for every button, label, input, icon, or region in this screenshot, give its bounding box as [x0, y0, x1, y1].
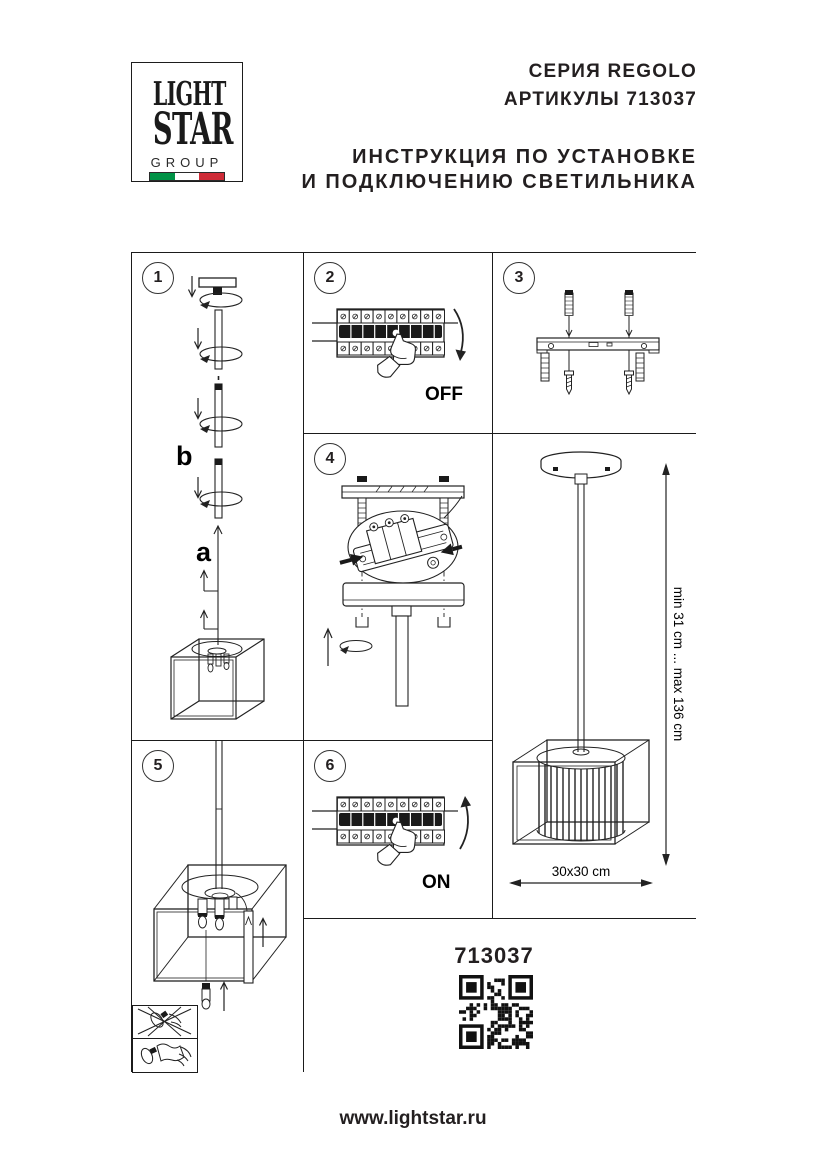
- lightstar-logo: LIGHT STAR GROUP: [131, 62, 243, 182]
- use-cloth-advice: [132, 1038, 198, 1073]
- step-number-badge: 3: [503, 262, 535, 294]
- qr-modules: [459, 978, 533, 1049]
- turn-on-arrow-icon: [459, 804, 469, 850]
- panel-step-1: 1 b a: [131, 252, 303, 740]
- logo-word-light: LIGHT: [152, 74, 227, 113]
- panel-step-4: 4: [303, 433, 492, 740]
- website-url: www.lightstar.ru: [339, 1108, 487, 1129]
- part-label-b: b: [176, 441, 193, 471]
- series-title: СЕРИЯ REGOLO: [528, 61, 697, 82]
- cube-shade-icon: [512, 739, 650, 845]
- instruction-title-line2: И ПОДКЛЮЧЕНИЮ СВЕТИЛЬНИКА: [301, 171, 697, 193]
- width-label: 30x30 cm: [552, 864, 611, 879]
- on-label: ON: [422, 872, 451, 893]
- step-number-badge: 4: [314, 443, 346, 475]
- warning-no-bare-hand: [132, 1005, 198, 1039]
- canopy-icon: [342, 582, 465, 607]
- pendant-lamp-illustration: min 31 cm ... max 136 cm 30x30 cm: [509, 451, 686, 887]
- panel-pendant-drawing: min 31 cm ... max 136 cm 30x30 cm: [492, 433, 696, 918]
- qr-code: [459, 975, 533, 1049]
- terminal-block-icon: [339, 514, 463, 573]
- logo-word-group: GROUP: [150, 155, 224, 170]
- turn-off-arrow-icon: [453, 308, 464, 353]
- step-number-badge: 2: [314, 262, 346, 294]
- width-dimension: 30x30 cm: [509, 864, 653, 887]
- step-number-badge: 6: [314, 750, 346, 782]
- cube-frame-icon: [170, 638, 265, 720]
- panel-step-2: 2 OFF: [303, 252, 492, 433]
- rod-assembly-illustration: b a: [170, 275, 265, 720]
- mounting-plate-illustration: [536, 290, 660, 395]
- logo-word-star: STAR: [152, 104, 233, 155]
- panel-step-6: 6 ON: [303, 740, 492, 918]
- step-number-badge: 1: [142, 262, 174, 294]
- power-off-illustration: OFF: [304, 253, 466, 405]
- instruction-grid: 1 b a: [131, 252, 696, 1073]
- decor-strip: [243, 910, 254, 984]
- hold-bulb-with-cloth-icon: [140, 1043, 192, 1067]
- panel-article-qr: 713037: [303, 918, 696, 1072]
- panel-step-3: 3: [492, 252, 696, 433]
- part-label-a: a: [196, 537, 212, 567]
- italian-flag-stripe: [149, 172, 225, 181]
- no-touch-bulb-icon: [137, 1006, 192, 1037]
- height-dimension: min 31 cm ... max 136 cm: [662, 463, 686, 866]
- height-range-label: min 31 cm ... max 136 cm: [671, 587, 686, 742]
- power-on-illustration: ON: [304, 796, 471, 893]
- step-number-badge: 5: [142, 750, 174, 782]
- off-label: OFF: [425, 384, 463, 405]
- article-title: АРТИКУЛЫ 713037: [503, 89, 697, 110]
- article-number: 713037: [454, 943, 534, 968]
- bulb-install-illustration: [153, 741, 287, 1012]
- instruction-title-line1: ИНСТРУКЦИЯ ПО УСТАНОВКЕ: [352, 146, 697, 168]
- wiring-canopy-illustration: [323, 476, 465, 707]
- panel-step-5: 5: [131, 740, 303, 1073]
